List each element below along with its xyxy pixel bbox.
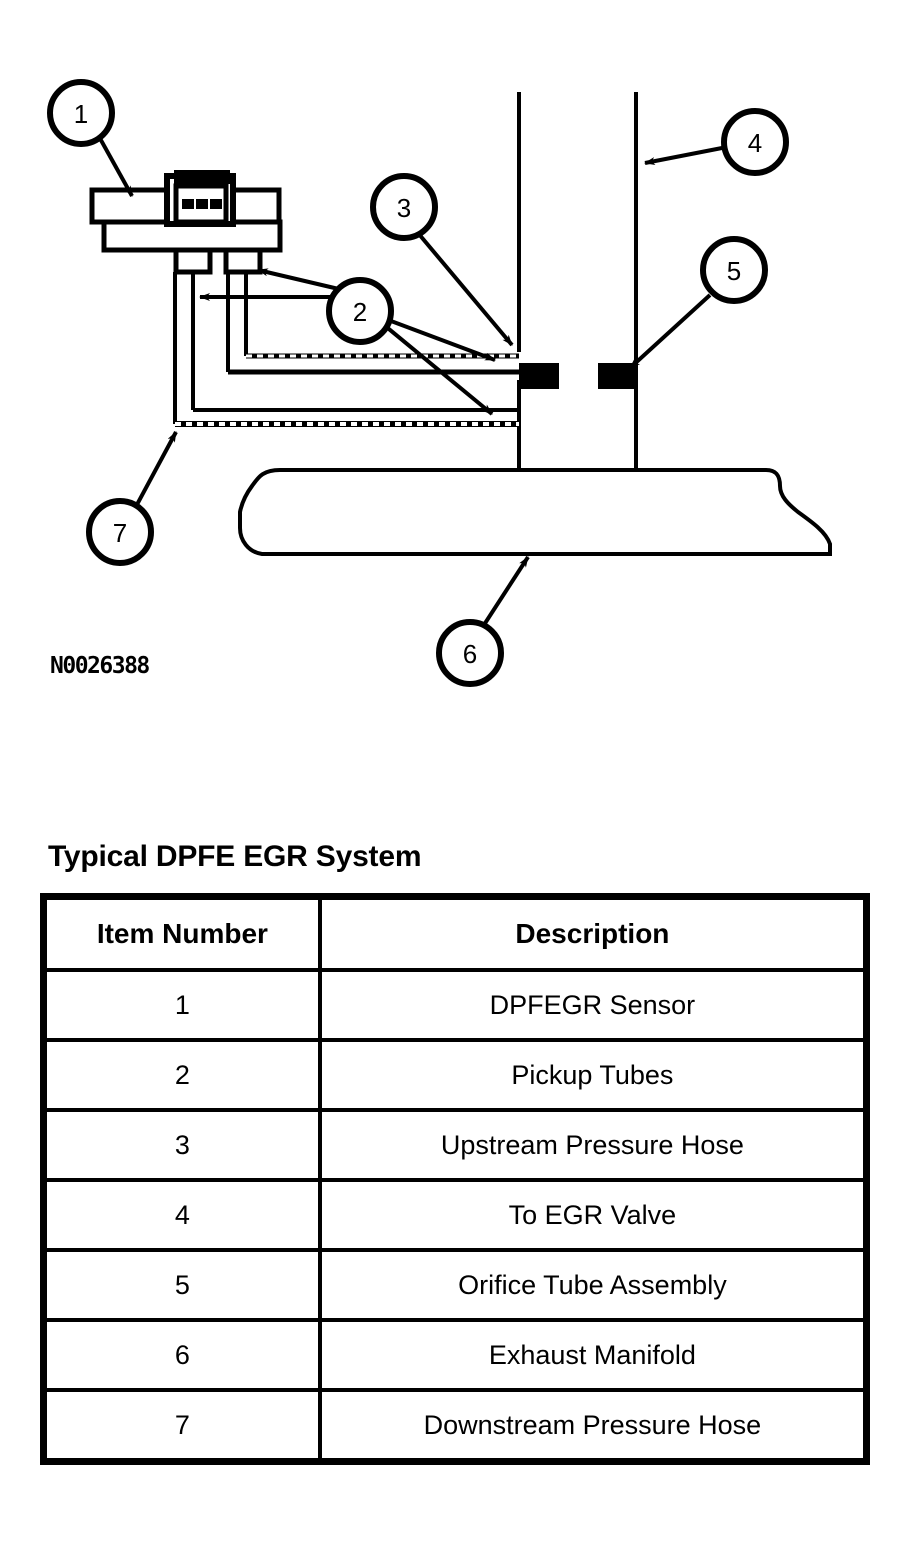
leader-line-1 [95,132,134,197]
leader-line-3 [416,231,514,347]
callout-6-label: 6 [463,639,477,669]
sensor-connector-cap [174,170,230,184]
row-description: Upstream Pressure Hose [319,1110,865,1180]
callout-4[interactable]: 4 [721,108,789,176]
row-description: Pickup Tubes [319,1040,865,1110]
leader-line-4 [644,146,723,166]
leader-lines [95,132,723,633]
callout-2[interactable]: 2 [326,277,394,345]
table-title: Typical DPFE EGR System [48,840,422,873]
row-item-number: 1 [45,970,320,1040]
table-row: 5 Orifice Tube Assembly [45,1250,865,1320]
exhaust-manifold [238,468,832,556]
callout-1[interactable]: 1 [47,79,115,147]
callout-bubbles: 1 2 3 4 5 6 7 [47,79,789,687]
table-row: 4 To EGR Valve [45,1180,865,1250]
table-row: 3 Upstream Pressure Hose [45,1110,865,1180]
table-row: 1 DPFEGR Sensor [45,970,865,1040]
callout-5[interactable]: 5 [700,236,768,304]
leader-line-5 [628,293,712,370]
row-item-number: 4 [45,1180,320,1250]
row-item-number: 5 [45,1250,320,1320]
parts-table: Item Number Description 1 DPFEGR Sensor … [40,893,870,1465]
row-description: DPFEGR Sensor [319,970,865,1040]
header-item-number: Item Number [45,898,320,970]
egr-tube-walls [517,92,638,470]
callout-2-label: 2 [353,297,367,327]
header-description: Description [319,898,865,970]
table-row: 2 Pickup Tubes [45,1040,865,1110]
figure-reference-code: N0026388 [50,653,150,679]
connector-pin-2 [196,199,208,209]
leader-line-2c [382,316,496,362]
sensor-port-left [173,247,213,275]
dpfe-sensor-assembly [89,170,283,275]
callout-1-label: 1 [74,99,88,129]
leader-line-2d [376,318,494,416]
table-row: 7 Downstream Pressure Hose [45,1390,865,1460]
callout-7-label: 7 [113,518,127,548]
row-description: Orifice Tube Assembly [319,1250,865,1320]
callout-5-label: 5 [727,256,741,286]
row-description: Exhaust Manifold [319,1320,865,1390]
row-item-number: 2 [45,1040,320,1110]
downstream-pressure-hose [173,272,519,427]
manifold-right-break-line [636,468,832,556]
upstream-pressure-hose [226,272,519,375]
row-description: Downstream Pressure Hose [319,1390,865,1460]
connector-pin-3 [210,199,222,209]
row-description: To EGR Valve [319,1180,865,1250]
pickup-tube-fittings [519,363,638,389]
sensor-port-right [223,247,263,275]
row-item-number: 7 [45,1390,320,1460]
egr-system-diagram: 1 2 3 4 5 6 7 [0,0,908,760]
fitting-left-block [519,363,559,389]
table-header-row: Item Number Description [45,898,865,970]
callout-3-label: 3 [397,193,411,223]
callout-6[interactable]: 6 [436,619,504,687]
manifold-left-break-line [238,468,519,556]
callout-3[interactable]: 3 [370,173,438,241]
leader-line-2b [257,268,344,292]
diagram-canvas: 1 2 3 4 5 6 7 [47,79,832,687]
callout-7[interactable]: 7 [86,498,154,566]
leader-line-6 [478,555,530,633]
callout-4-label: 4 [748,128,762,158]
row-item-number: 3 [45,1110,320,1180]
leader-line-7 [131,431,178,513]
row-item-number: 6 [45,1320,320,1390]
connector-pin-1 [182,199,194,209]
table-row: 6 Exhaust Manifold [45,1320,865,1390]
